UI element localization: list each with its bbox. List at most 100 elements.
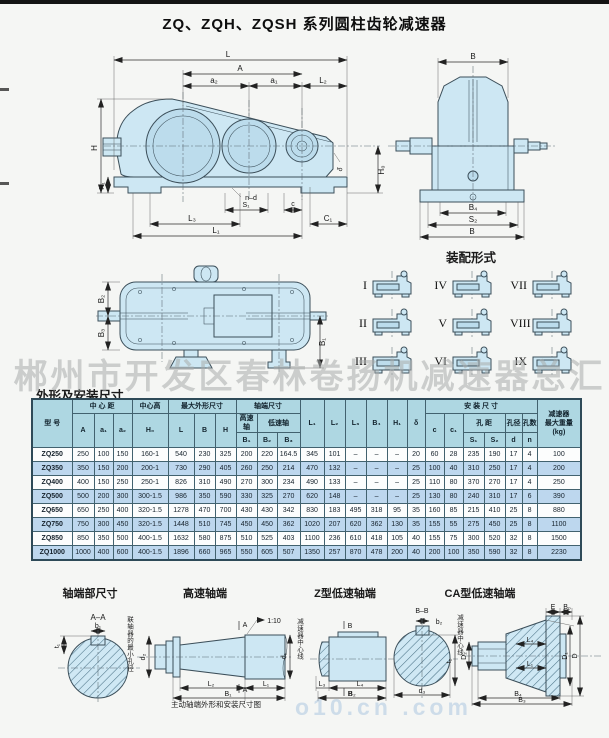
gearbox-icon [452, 308, 492, 337]
model-cell: ZQ400 [31, 475, 73, 491]
value-cell: 250 [536, 475, 582, 491]
svg-text:B₁: B₁ [318, 338, 327, 346]
value-cell: 510 [235, 531, 258, 547]
value-cell: 610 [344, 531, 367, 547]
value-cell: 80 [443, 475, 464, 491]
value-cell: 1350 [299, 545, 325, 561]
plan-view-housing [96, 265, 328, 372]
table-header-cell: B₄ [365, 398, 388, 449]
side-view-housing [102, 92, 380, 202]
value-cell: 510 [193, 517, 216, 533]
value-cell: 100 [424, 461, 445, 477]
value-cell: 300 [93, 517, 114, 533]
svg-text:B₃: B₃ [518, 697, 526, 704]
svg-text:B₂: B₂ [348, 691, 356, 698]
value-cell: 370 [462, 475, 485, 491]
assembly-forms-title: 装配形式 [445, 251, 496, 265]
table-header-cell: B₃ [276, 432, 301, 449]
value-cell: 275 [462, 517, 485, 533]
ca-type-shape [464, 615, 602, 697]
table-header-cell: H₀ [131, 412, 169, 449]
value-cell: 730 [167, 461, 195, 477]
value-cell: 325 [256, 489, 278, 505]
value-cell: 160 [424, 503, 445, 519]
value-cell: – [365, 489, 388, 505]
value-cell: 1500 [536, 531, 582, 547]
svg-text:n–d: n–d [245, 195, 257, 202]
value-cell: 155 [424, 531, 445, 547]
value-cell: 310 [462, 461, 485, 477]
value-cell: 133 [323, 475, 346, 491]
value-cell: 342 [276, 503, 301, 519]
z-type-dimensions: B B L₃ L₄ B₂ [315, 621, 387, 701]
svg-text:S₁: S₁ [242, 202, 250, 209]
value-cell: 1100 [536, 517, 582, 533]
value-cell: 40 [406, 545, 426, 561]
value-cell: 75 [443, 531, 464, 547]
svg-text:D: D [572, 653, 579, 658]
value-cell: 148 [323, 489, 346, 505]
value-cell: 110 [424, 475, 445, 491]
value-cell: 418 [365, 531, 388, 547]
value-cell: 25 [504, 503, 523, 519]
plan-view-dimensions: B₂ B₃ B₁ [97, 281, 327, 369]
table-header-cell: 型 号 [31, 398, 73, 449]
value-cell: 525 [256, 531, 278, 547]
table-header-cell: 安 装 尺 寸 [424, 398, 538, 414]
value-cell: 320-1.5 [131, 503, 169, 519]
value-cell: 1278 [167, 503, 195, 519]
table-header-cell: L₁ [299, 398, 325, 449]
model-cell: ZQ750 [31, 517, 73, 533]
value-cell: 580 [193, 531, 216, 547]
value-cell: 300 [256, 475, 278, 491]
value-cell: 183 [323, 503, 346, 519]
ca-type-dimensions: E B₀ D₂ L₄ L₁ D₁ D B₄ B₃ [461, 604, 584, 707]
value-cell: 1000 [71, 545, 95, 561]
value-cell: 986 [167, 489, 195, 505]
side-view-drawing: L A a₂ a₁ L₂ H H₁ H₀ δ n–d S₁ c L₃ [90, 50, 386, 239]
value-cell: 400-1.5 [131, 545, 169, 561]
end-view-dimensions: B B₄ S₂ B [419, 52, 525, 240]
table-header-cell: a₁ [93, 412, 114, 449]
value-cell: 130 [386, 517, 408, 533]
svg-text:B₂: B₂ [97, 295, 106, 303]
value-cell: 590 [214, 489, 237, 505]
value-cell: 8 [521, 517, 538, 533]
table-header-cell: L [167, 412, 195, 449]
gearbox-icon [532, 270, 572, 299]
value-cell: 214 [276, 461, 301, 477]
value-cell: 250 [483, 461, 506, 477]
value-cell: 200 [386, 545, 408, 561]
value-cell: 40 [443, 461, 464, 477]
svg-text:H₀: H₀ [377, 165, 386, 174]
ca-type-shaft-drawing: E B₀ D₂ L₄ L₁ D₁ D B₄ B₃ [461, 604, 602, 707]
value-cell: 235 [462, 447, 485, 463]
value-cell: 2230 [536, 545, 582, 561]
table-header-cell: 中心高 [131, 398, 169, 414]
value-cell: 290 [193, 461, 216, 477]
value-cell: – [365, 447, 388, 463]
value-cell: 600 [112, 545, 133, 561]
value-cell: 95 [386, 503, 408, 519]
value-cell: – [365, 475, 388, 491]
side-view-dimensions: L A a₂ a₁ L₂ H H₁ H₀ δ n–d S₁ c L₃ [90, 50, 386, 239]
assembly-form-label: I [363, 277, 367, 292]
z-type-section: B–B b₂ t₂ d₃ [393, 608, 458, 698]
value-cell: 260 [235, 461, 258, 477]
svg-text:L₁: L₁ [527, 661, 534, 668]
svg-text:H: H [90, 145, 99, 151]
value-cell: 6 [521, 489, 538, 505]
svg-text:L₁: L₁ [212, 226, 219, 235]
value-cell: 507 [276, 545, 301, 561]
coupling-bore-note: 联轴器的最小孔径 [125, 616, 133, 672]
value-cell: 200 [536, 461, 582, 477]
value-cell: 150 [93, 461, 114, 477]
svg-text:L₂: L₂ [208, 681, 215, 688]
value-cell: 330 [235, 489, 258, 505]
value-cell: 160-1 [131, 447, 169, 463]
table-header-cell: A [71, 412, 95, 449]
value-cell: 320-1.5 [131, 517, 169, 533]
model-cell: ZQ500 [31, 489, 73, 505]
value-cell: 318 [365, 503, 388, 519]
